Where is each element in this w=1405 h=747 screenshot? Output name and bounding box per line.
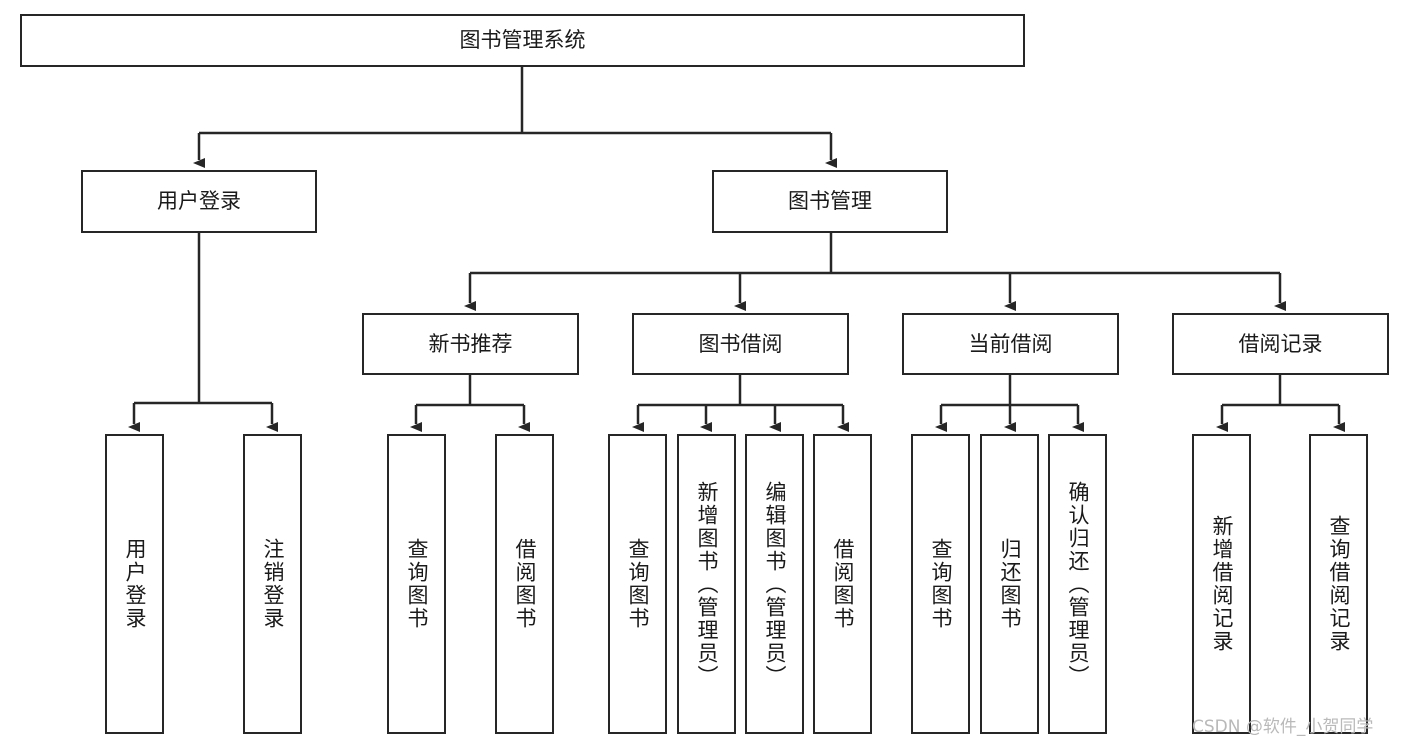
node-label: 用户登录 (157, 189, 241, 214)
leaf-user-login-signin[interactable]: 用户登录 (105, 434, 164, 734)
node-book-borrow[interactable]: 图书借阅 (632, 313, 849, 375)
node-label: 图书管理 (788, 189, 872, 214)
leaf-borrow-query-book[interactable]: 查询图书 (608, 434, 667, 734)
leaf-borrow-edit-book-admin[interactable]: 编辑图书（管理员） (745, 434, 804, 734)
leaf-record-query-record[interactable]: 查询借阅记录 (1309, 434, 1368, 734)
leaf-current-query-book[interactable]: 查询图书 (911, 434, 970, 734)
node-label: 新书推荐 (428, 331, 513, 356)
leaf-recommend-borrow-book[interactable]: 借阅图书 (495, 434, 554, 734)
node-label: 图书借阅 (698, 331, 783, 356)
node-root-system[interactable]: 图书管理系统 (20, 14, 1025, 67)
node-label: 当前借阅 (968, 331, 1053, 356)
node-label: 用户登录 (123, 538, 147, 630)
node-label: 图书管理系统 (459, 28, 586, 53)
node-label: 借阅图书 (513, 538, 537, 630)
leaf-borrow-borrow-book[interactable]: 借阅图书 (813, 434, 872, 734)
watermark-text: CSDN @软件_小贺同学 (1192, 717, 1374, 737)
node-label: 查询借阅记录 (1327, 515, 1351, 653)
node-label: 新增借阅记录 (1210, 515, 1234, 653)
node-label: 借阅记录 (1238, 331, 1323, 356)
leaf-current-return-book[interactable]: 归还图书 (980, 434, 1039, 734)
node-label: 新增图书（管理员） (695, 480, 719, 688)
node-book-management[interactable]: 图书管理 (712, 170, 948, 233)
leaf-current-confirm-return-admin[interactable]: 确认归还（管理员） (1048, 434, 1107, 734)
node-label: 确认归还（管理员） (1066, 480, 1090, 688)
node-new-book-recommend[interactable]: 新书推荐 (362, 313, 579, 375)
node-borrow-record[interactable]: 借阅记录 (1172, 313, 1389, 375)
node-label: 注销登录 (261, 538, 285, 630)
node-label: 编辑图书（管理员） (763, 480, 787, 688)
leaf-borrow-add-book-admin[interactable]: 新增图书（管理员） (677, 434, 736, 734)
node-label: 归还图书 (998, 538, 1022, 630)
node-label: 查询图书 (929, 538, 953, 630)
node-label: 查询图书 (405, 538, 429, 630)
node-user-login[interactable]: 用户登录 (81, 170, 317, 233)
node-current-borrow[interactable]: 当前借阅 (902, 313, 1119, 375)
leaf-user-login-signout[interactable]: 注销登录 (243, 434, 302, 734)
node-label: 查询图书 (626, 538, 650, 630)
node-label: 借阅图书 (831, 538, 855, 630)
leaf-record-add-record[interactable]: 新增借阅记录 (1192, 434, 1251, 734)
leaf-recommend-query-book[interactable]: 查询图书 (387, 434, 446, 734)
